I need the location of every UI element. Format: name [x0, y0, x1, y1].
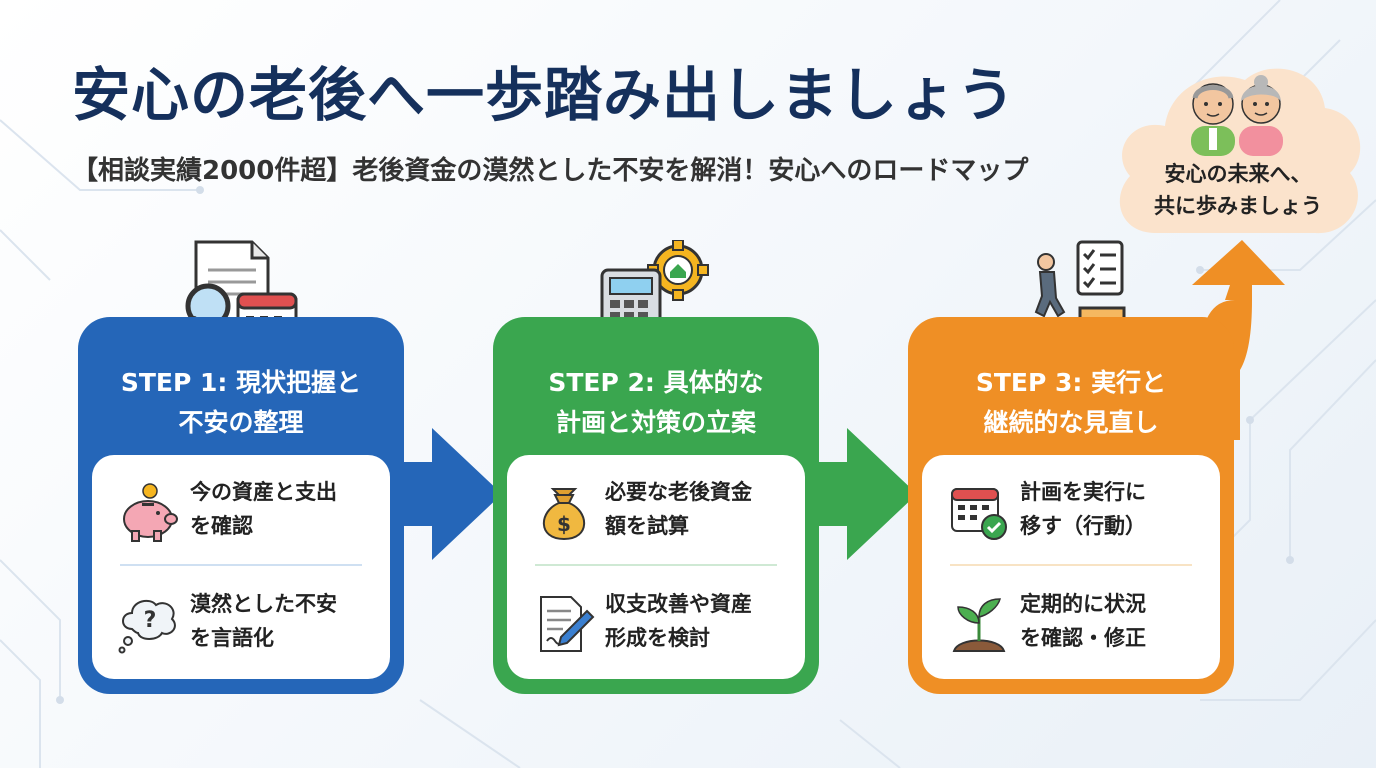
step-3-item-1-text: 計画を実行に 移す（行動） — [1020, 475, 1205, 543]
step-2-item-2: 収支改善や資産 形成を検討 — [507, 571, 805, 671]
step-2-item-2-line-1: 収支改善や資産 — [605, 592, 752, 616]
step-3-item-2-line-2: を確認・修正 — [1020, 626, 1146, 650]
step-3-card: STEP 3: 実行と 継続的な見直し 計画を実行に 移す（行動） — [908, 317, 1234, 694]
step-1-item-1-text: 今の資産と支出 を確認 — [190, 475, 375, 543]
step-2-item-1-line-2: 額を試算 — [605, 514, 689, 538]
goal-line-2: 共に歩みましょう — [1154, 194, 1322, 218]
step-1-title: STEP 1: 現状把握と 不安の整理 — [78, 363, 404, 443]
step-1-item-2: ? 漠然とした不安 を言語化 — [92, 571, 390, 671]
piggy-bank-icon — [123, 483, 178, 542]
goal-line-1: 安心の未来へ、 — [1164, 162, 1312, 186]
step-1-card: STEP 1: 現状把握と 不安の整理 今の資産と支出 を確認 — [78, 317, 404, 694]
thought-bubble-icon: ? — [118, 599, 176, 654]
step-3-item-2-text: 定期的に状況 を確認・修正 — [1020, 587, 1205, 655]
page-subtitle: 【相談実績2000件超】老後資金の漠然とした不安を解消！安心へのロードマップ — [72, 156, 1029, 186]
step-2-divider — [535, 564, 777, 566]
step-2-items-panel: $ 必要な老後資金 額を試算 収支改善や資産 形成を検討 — [507, 455, 805, 679]
step-3-title-line-2: 継続的な見直し — [983, 408, 1159, 437]
step-2-title: STEP 2: 具体的な 計画と対策の立案 — [493, 363, 819, 443]
step-2-item-1-line-1: 必要な老後資金 — [605, 480, 752, 504]
step-3-item-1-line-2: 移す（行動） — [1020, 514, 1146, 538]
step-2-item-1-text: 必要な老後資金 額を試算 — [605, 475, 790, 543]
step-3-item-1-line-1: 計画を実行に — [1020, 480, 1146, 504]
goal-cloud — [1119, 68, 1361, 234]
money-bag-icon: $ — [542, 488, 586, 541]
step-2-item-1: $ 必要な老後資金 額を試算 — [507, 459, 805, 559]
step-3-item-2: 定期的に状況 を確認・修正 — [922, 571, 1220, 671]
sprout-icon — [952, 598, 1006, 652]
svg-text:?: ? — [144, 608, 157, 633]
step-1-title-line-2: 不安の整理 — [178, 408, 304, 437]
step-3-item-1: 計画を実行に 移す（行動） — [922, 459, 1220, 559]
calendar-check-icon — [951, 488, 1007, 540]
step-1-item-2-line-1: 漠然とした不安 — [190, 592, 337, 616]
step-3-title: STEP 3: 実行と 継続的な見直し — [908, 363, 1234, 443]
page-title: 安心の老後へ一歩踏み出しましょう — [72, 61, 1017, 129]
step-2-item-2-text: 収支改善や資産 形成を検討 — [605, 587, 790, 655]
step-2-card: STEP 2: 具体的な 計画と対策の立案 $ 必要な老後資金 額を試算 — [493, 317, 819, 694]
step-1-item-2-text: 漠然とした不安 を言語化 — [190, 587, 375, 655]
step-1-item-1-line-2: を確認 — [190, 514, 253, 538]
step-1-item-2-line-2: を言語化 — [190, 626, 274, 650]
arrow-step2-to-step3 — [813, 428, 917, 560]
goal-message: 安心の未来へ、 共に歩みましょう — [1118, 158, 1358, 222]
step-2-title-line-2: 計画と対策の立案 — [555, 408, 756, 437]
svg-text:$: $ — [557, 512, 571, 536]
step-1-divider — [120, 564, 362, 566]
step-1-title-line-1: STEP 1: 現状把握と — [120, 368, 362, 397]
step-3-title-line-1: STEP 3: 実行と — [975, 368, 1167, 397]
step-1-items-panel: 今の資産と支出 を確認 ? 漠然とした不安 を言語化 — [92, 455, 390, 679]
document-pen-icon — [540, 596, 595, 652]
step-2-title-line-1: STEP 2: 具体的な — [548, 368, 764, 397]
senior-couple-icon — [1191, 75, 1283, 156]
step-1-item-1-line-1: 今の資産と支出 — [190, 480, 337, 504]
step-2-item-2-line-2: 形成を検討 — [605, 626, 710, 650]
step-1-item-1: 今の資産と支出 を確認 — [92, 459, 390, 559]
step-3-item-2-line-1: 定期的に状況 — [1020, 592, 1146, 616]
arrow-step1-to-step2 — [398, 428, 502, 560]
step-3-divider — [950, 564, 1192, 566]
step-3-items-panel: 計画を実行に 移す（行動） 定期的に状況 を確認・修正 — [922, 455, 1220, 679]
